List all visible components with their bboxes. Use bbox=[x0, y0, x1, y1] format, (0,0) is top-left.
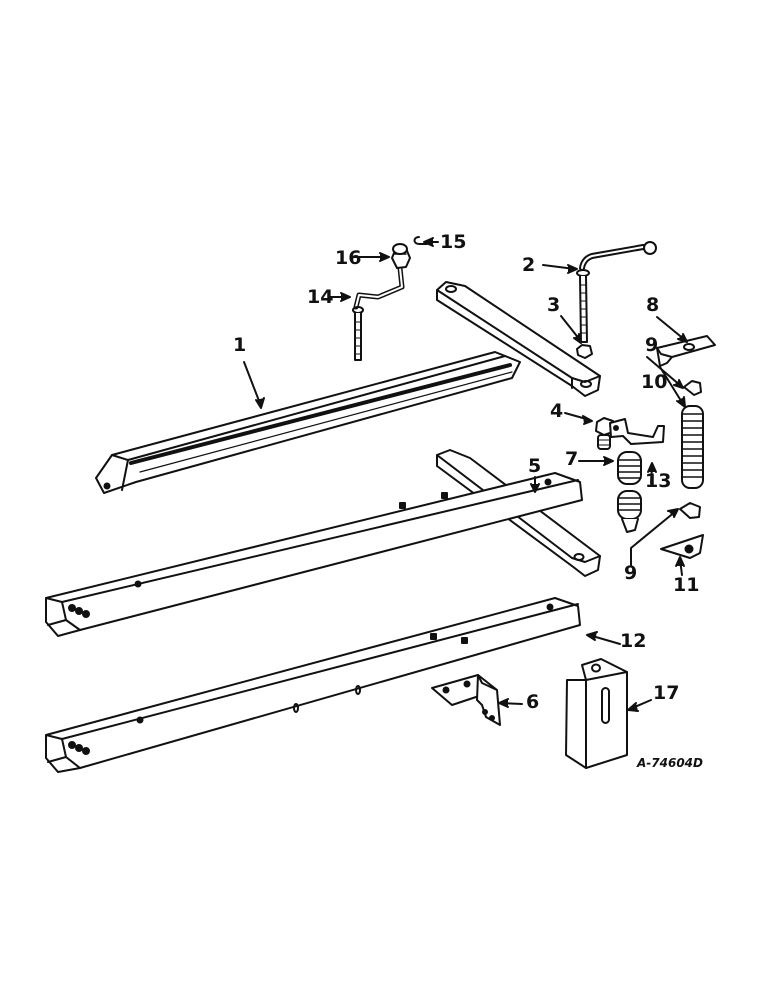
callout-15: 15 bbox=[440, 231, 467, 253]
part-15-cotter-pin bbox=[413, 236, 428, 245]
callout-6: 6 bbox=[526, 691, 540, 713]
part-11-triangle-plate bbox=[660, 534, 704, 559]
callout-5: 5 bbox=[528, 455, 542, 477]
part-17-cover-box bbox=[565, 658, 628, 769]
callout-2: 2 bbox=[522, 254, 536, 276]
part-9-clip-lower bbox=[679, 502, 701, 519]
drawing-number: A-74604D bbox=[637, 756, 703, 770]
callout-9-upper: 9 bbox=[645, 334, 659, 356]
part-10-long-spring bbox=[681, 405, 704, 489]
part-2-l-handle bbox=[576, 241, 657, 343]
part-16-knob bbox=[391, 243, 411, 269]
callout-3: 3 bbox=[547, 294, 561, 316]
part-6-bracket bbox=[431, 674, 501, 726]
callout-17: 17 bbox=[653, 682, 680, 704]
callout-12: 12 bbox=[620, 630, 647, 652]
callout-7: 7 bbox=[565, 448, 579, 470]
part-5-middle-rail bbox=[45, 449, 601, 637]
part-14-crank-bolt bbox=[352, 265, 405, 361]
upper-cross-rail bbox=[436, 281, 601, 397]
part-7-springs bbox=[617, 451, 642, 533]
callout-8: 8 bbox=[646, 294, 660, 316]
callout-11: 11 bbox=[673, 574, 700, 596]
callout-16: 16 bbox=[335, 247, 362, 269]
leader-lines bbox=[243, 237, 688, 712]
callout-14: 14 bbox=[307, 286, 334, 308]
callout-13: 13 bbox=[645, 470, 672, 492]
part-1-top-rail bbox=[95, 351, 521, 494]
part-8-bracket bbox=[656, 335, 716, 367]
part-9-clip-upper bbox=[683, 380, 702, 396]
callout-9-lower: 9 bbox=[624, 562, 638, 584]
part-3-nut bbox=[576, 344, 593, 359]
part-12-lower-rail bbox=[45, 597, 581, 773]
part-13-u-clamp bbox=[609, 418, 665, 445]
callout-4: 4 bbox=[550, 400, 564, 422]
callout-1: 1 bbox=[233, 334, 247, 356]
callout-10: 10 bbox=[641, 371, 668, 393]
